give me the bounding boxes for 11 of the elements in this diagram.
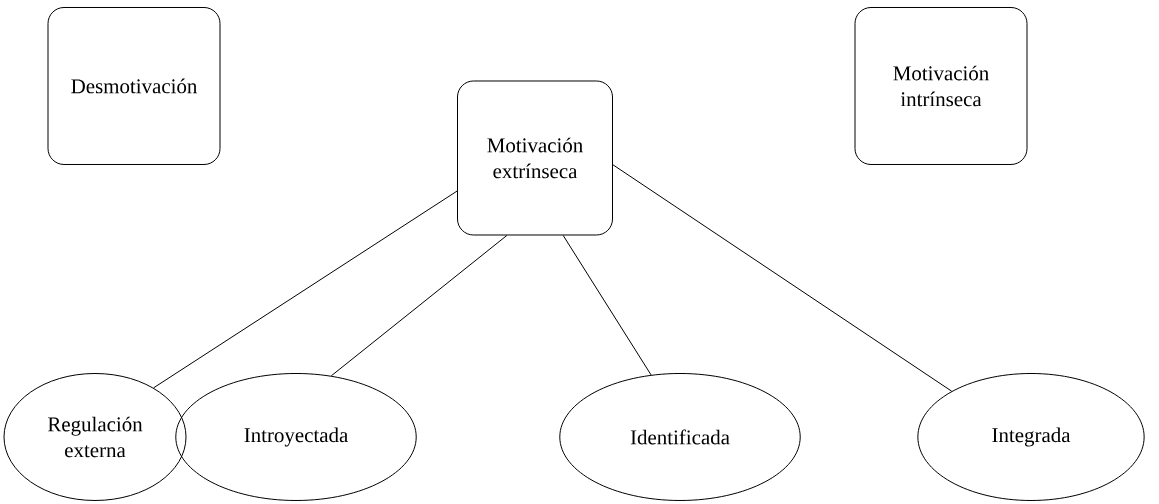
ellipse-node: Introyectada [175,373,417,501]
ellipse-node: Identificada [559,373,801,501]
connector-line [330,235,508,377]
ellipse-node: Integrada [917,373,1145,501]
ellipse-node: Regulación externa [3,373,187,501]
connector-line [562,235,652,376]
connector-line [153,190,458,389]
rounded-box: Motivación intrínseca [854,7,1028,165]
rounded-box: Desmotivación [47,7,221,165]
rounded-box: Motivación extrínseca [457,80,613,236]
connector-line [612,164,953,392]
